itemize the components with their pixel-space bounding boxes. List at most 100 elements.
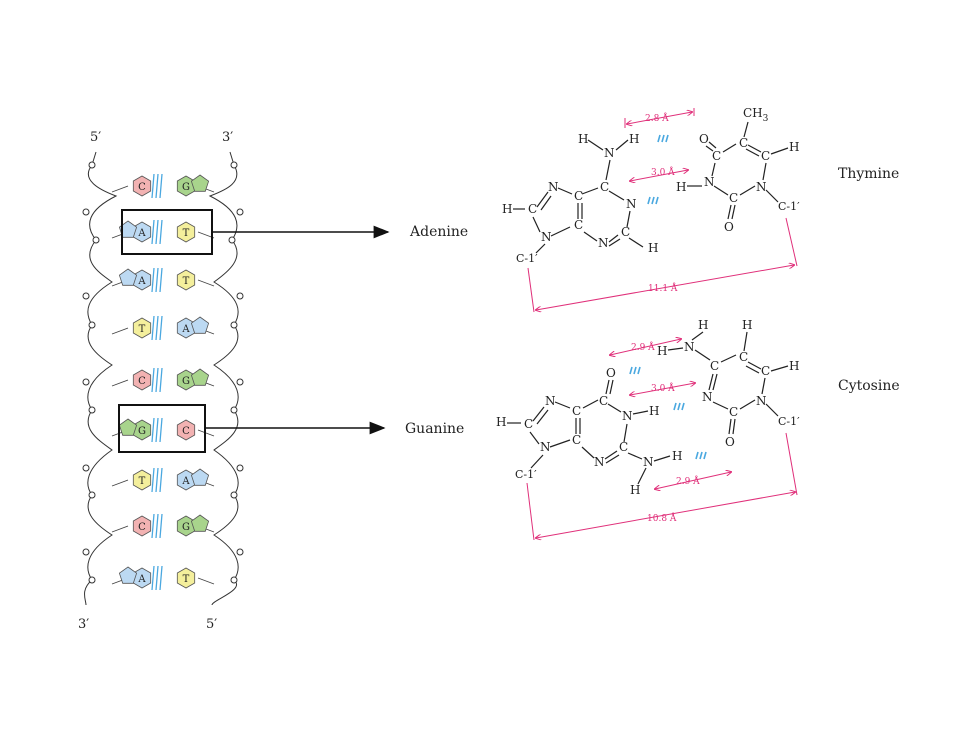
backbone-strand-left (84, 151, 118, 606)
gc-dist-bot: 2.9 Å (676, 475, 700, 487)
base-letter: G (182, 182, 190, 193)
gc-atom-h: H (630, 483, 640, 497)
helix-bottom-right-label: 5′ (206, 617, 217, 632)
base-letter: G (182, 522, 190, 533)
gc-atom-c: C (761, 364, 770, 378)
base-letter: A (181, 324, 190, 335)
guanine-label: Guanine (405, 421, 464, 437)
sugar-link (111, 327, 129, 335)
at-atom-c: C (712, 149, 721, 163)
base-letter: T (183, 276, 190, 287)
at-atom-h: H (789, 140, 799, 154)
gc-atom-c: C (729, 405, 738, 419)
helix-hbond-5 (151, 417, 163, 443)
helix-hbond-3 (151, 315, 163, 341)
base-letter: A (137, 574, 146, 585)
adenine-bonds (513, 139, 644, 254)
base-T-left-3: T (132, 317, 152, 339)
gc-dist-top: 2.9 Å (631, 341, 655, 353)
base-A-left-8: A (118, 566, 152, 589)
sugar-link (111, 525, 129, 533)
base-letter: C (182, 426, 190, 437)
base-letter: T (139, 324, 146, 335)
base-G-right-7: G (176, 514, 210, 537)
base-letter: G (138, 426, 146, 437)
base-C-left-4: C (132, 369, 152, 391)
at-atom-n: N (604, 146, 615, 160)
gc-atom-h: H (742, 318, 752, 332)
gc-atom-h: H (672, 449, 682, 463)
at-hydrogen-bonds (647, 134, 669, 205)
base-letter: A (137, 228, 146, 239)
at-atom-c: C (761, 149, 770, 163)
sugar-link (197, 577, 215, 585)
sugar-link (197, 279, 215, 287)
gc-atom-c: C (739, 350, 748, 364)
base-C-left-7: C (132, 515, 152, 537)
gc-atom-c: C (572, 433, 581, 447)
at-atom-c: C (729, 191, 738, 205)
base-A-right-3: A (176, 316, 210, 339)
helix-hbond-8 (151, 565, 163, 591)
base-letter: C (138, 182, 146, 193)
gc-atom-c: C (599, 394, 608, 408)
at-atom-n: N (756, 180, 767, 194)
base-letter: T (183, 228, 190, 239)
gc-atom-c: C (710, 359, 719, 373)
base-G-right-0: G (176, 174, 210, 197)
at-c1-right: C-1′ (778, 200, 800, 213)
gc-c1-right: C-1′ (778, 415, 800, 428)
base-A-left-1: A (118, 220, 152, 243)
helix-top-left-label: 5′ (90, 130, 101, 145)
gc-dist-mid: 3.0 Å (651, 382, 675, 394)
at-atom-c: C (574, 189, 583, 203)
base-G-right-4: G (176, 368, 210, 391)
at-atom-n: N (548, 180, 559, 194)
helix-bottom-left-label: 3′ (78, 617, 89, 632)
adenine-thymine-structure: H N H C N C N H C C N C N H C-1′ (502, 106, 800, 312)
base-T-left-6: T (132, 469, 152, 491)
gc-dimensions: 2.9 Å 3.0 Å 2.9 Å 10.8 Å (526, 339, 798, 540)
base-letter: T (139, 476, 146, 487)
gc-atom-n: N (545, 394, 556, 408)
sugar-link (111, 185, 129, 193)
at-atom-c: C (574, 218, 583, 232)
gc-atom-h: H (657, 344, 667, 358)
base-T-right-8: T (176, 567, 196, 589)
gc-atom-o: O (606, 366, 616, 380)
base-G-left-5: G (118, 418, 152, 441)
base-letter: T (183, 574, 190, 585)
gc-atom-h: H (698, 318, 708, 332)
thymine-label: Thymine (838, 166, 899, 182)
base-A-right-6: A (176, 468, 210, 491)
gc-atom-h: H (496, 415, 506, 429)
gc-atom-h: H (649, 404, 659, 418)
at-atom-h: H (648, 241, 658, 255)
at-atom-n: N (541, 230, 552, 244)
backbone-strand-right (208, 151, 239, 606)
gc-atom-n: N (684, 340, 695, 354)
helix-hbond-7 (151, 513, 163, 539)
phosphate-circles (82, 161, 244, 584)
base-letter: G (182, 376, 190, 387)
at-atom-o: O (699, 132, 709, 146)
gc-atom-n: N (540, 440, 551, 454)
cytosine-bonds (667, 331, 789, 435)
at-ch3: CH3 (743, 106, 769, 124)
guanine-cytosine-structure: O N C C N H H C C N C N N H H C-1′ (496, 318, 800, 540)
at-atom-c: C (600, 180, 609, 194)
base-A-left-2: A (118, 268, 152, 291)
gc-dist-overall: 10.8 Å (647, 512, 677, 524)
at-dimensions: 2.8 Å 3.0 Å 11.1 Å (527, 108, 798, 312)
gc-atom-c: C (619, 440, 628, 454)
at-atom-h: H (578, 132, 588, 146)
gc-atom-h: H (789, 359, 799, 373)
at-dist-overall: 11.1 Å (648, 282, 678, 294)
at-atom-c: C (621, 225, 630, 239)
cytosine-label: Cytosine (838, 378, 900, 394)
base-letter: C (138, 376, 146, 387)
helix-hbond-2 (151, 267, 163, 293)
base-T-right-1: T (176, 221, 196, 243)
gc-atom-n: N (756, 394, 767, 408)
